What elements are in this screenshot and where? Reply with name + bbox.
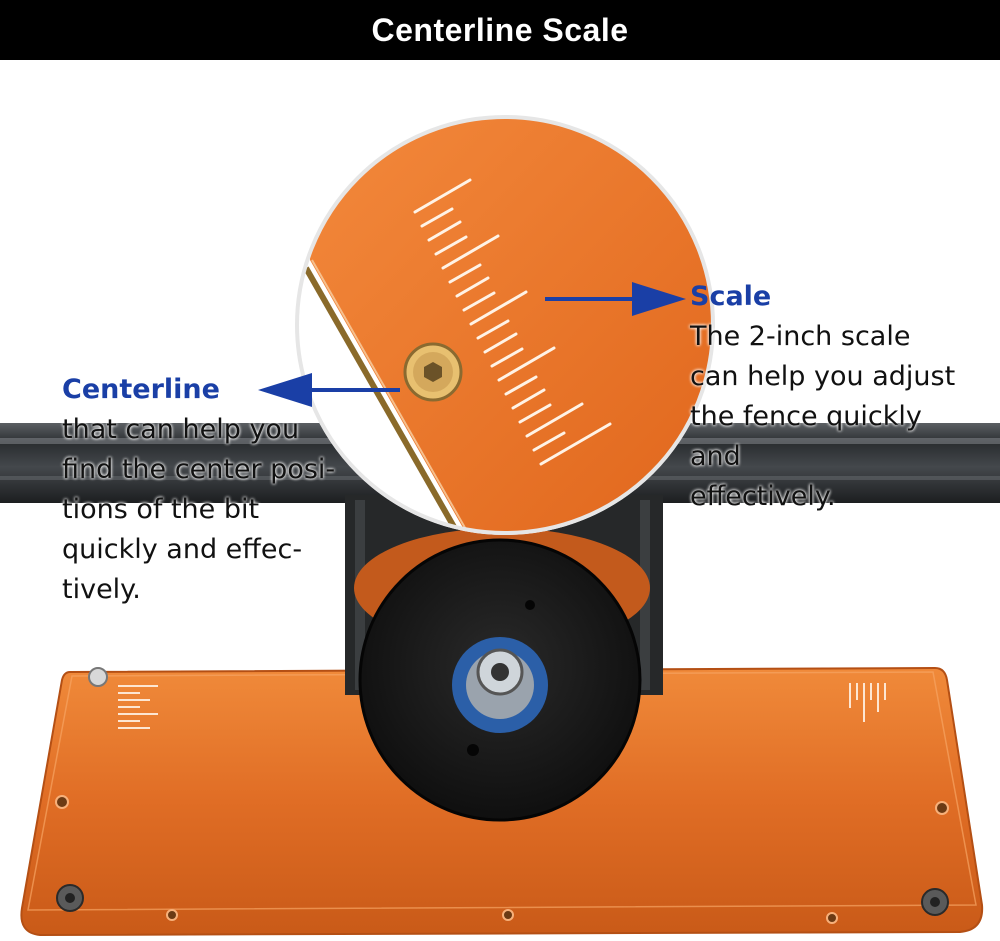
centerline-line-2: find the center posi- (62, 454, 336, 485)
centerline-heading: Centerline (62, 374, 220, 405)
scale-line-1: The 2-inch scale (690, 321, 911, 352)
scale-line-2: can help you adjust (690, 361, 956, 392)
centerline-callout: Centerline that can help you find the ce… (62, 370, 362, 610)
scale-line-4: and (690, 441, 741, 472)
scale-callout: Scale The 2-inch scale can help you adju… (690, 277, 995, 517)
title-bar: Centerline Scale (0, 0, 1000, 60)
scale-heading: Scale (690, 281, 772, 312)
scale-line-5: effectively. (690, 481, 836, 512)
centerline-line-5: tively. (62, 574, 141, 605)
scale-line-3: the fence quickly (690, 401, 922, 432)
hex-screw-icon (56, 667, 949, 916)
centerline-line-3: tions of the bit (62, 494, 260, 525)
scale-arrow-icon (545, 282, 686, 316)
centerline-line-4: quickly and effec- (62, 534, 303, 565)
magnified-scale-detail (295, 115, 715, 535)
page-title: Centerline Scale (371, 11, 629, 48)
centerline-line-1: that can help you (62, 414, 300, 445)
router-bit (354, 528, 650, 822)
centerline-arrow-icon (258, 373, 400, 407)
